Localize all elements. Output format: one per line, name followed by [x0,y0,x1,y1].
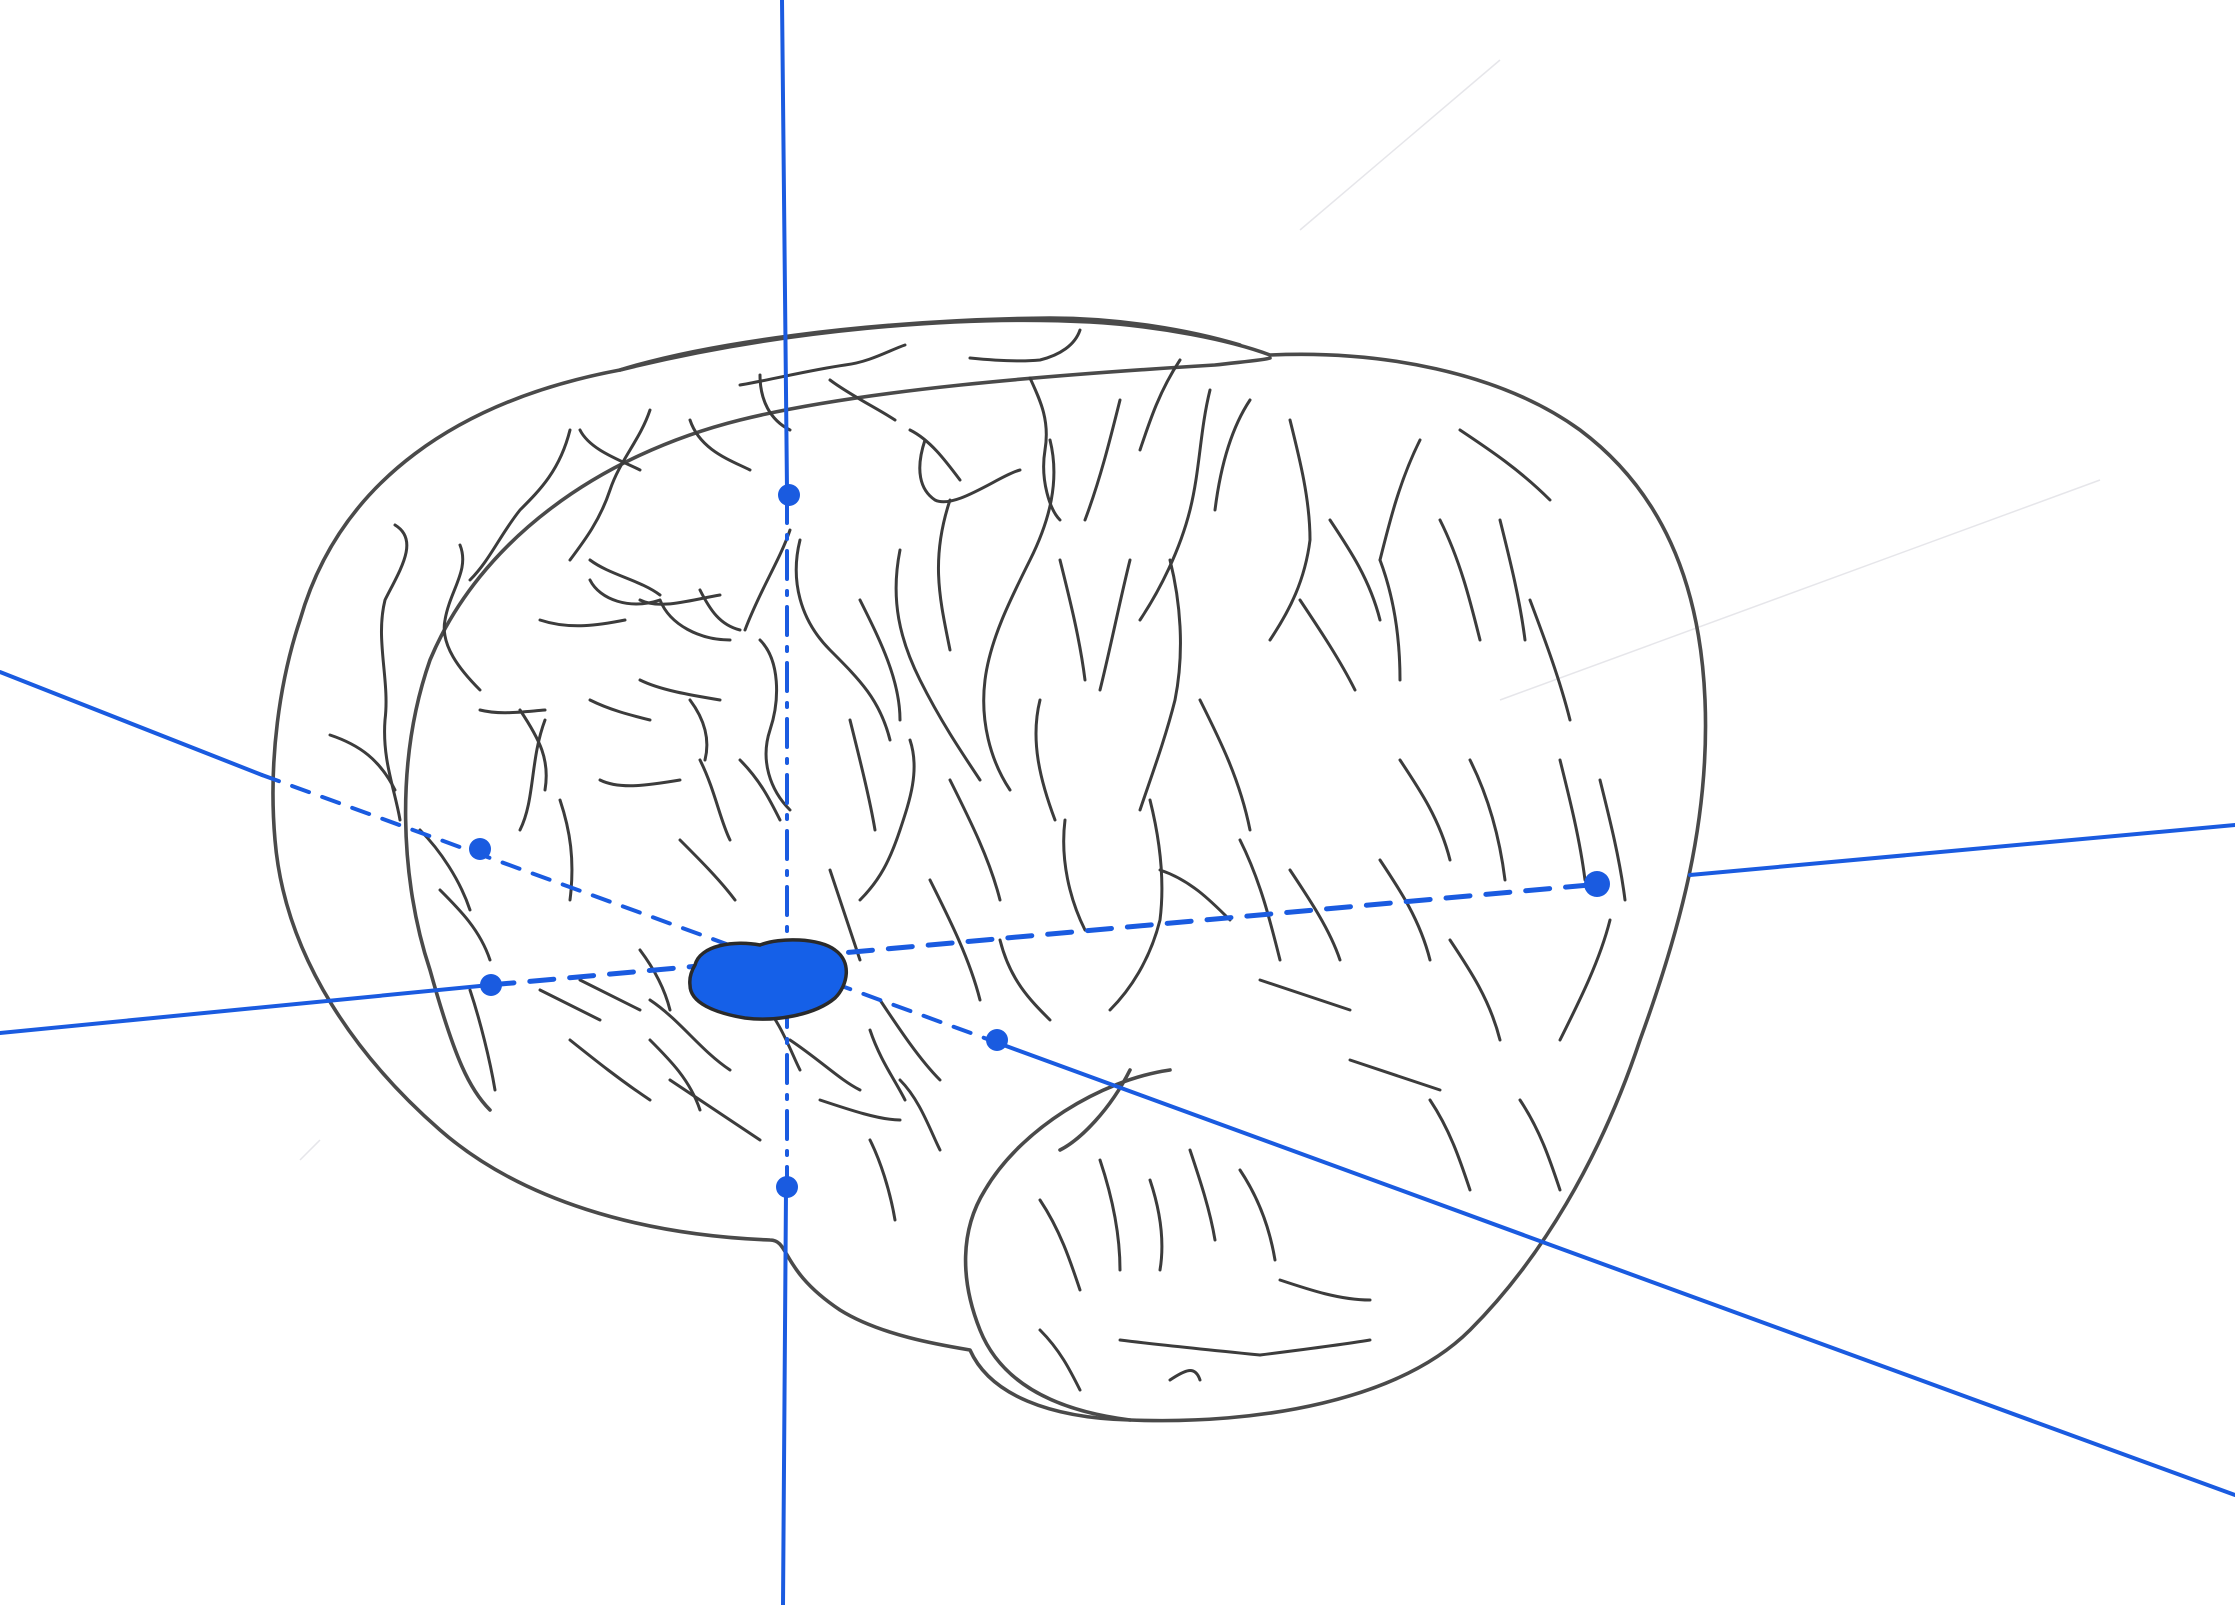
marker-dot-left-horizontal [480,974,502,996]
brain-outer-contour [271,318,1708,1423]
marker-dot-top [778,484,800,506]
axis-markers [469,484,1610,1198]
brain-illustration [271,316,1708,1423]
marker-dot-right-horizontal [1584,871,1610,897]
target-region-blob [688,938,848,1021]
horizontal-axis-right [1688,823,2235,877]
brain-medial-curve [403,356,1272,1112]
oblique-axis-inner [260,773,992,1042]
temporal-lobe-contour [963,1068,1172,1422]
marker-dot-bottom [776,1176,798,1198]
oblique-axis-upper-left [0,670,264,777]
horizontal-axis-inner [487,881,1603,988]
oblique-axis-lower-right [996,1041,2235,1497]
sulci [328,328,1627,1392]
horizontal-axis-left [0,983,492,1035]
faint-construction-lines [299,59,2101,1161]
marker-dot-oblique-back [469,838,491,860]
vertical-axis-lower [781,1188,788,1605]
marker-dot-oblique-front [986,1029,1008,1051]
vertical-axis-upper [780,0,789,492]
